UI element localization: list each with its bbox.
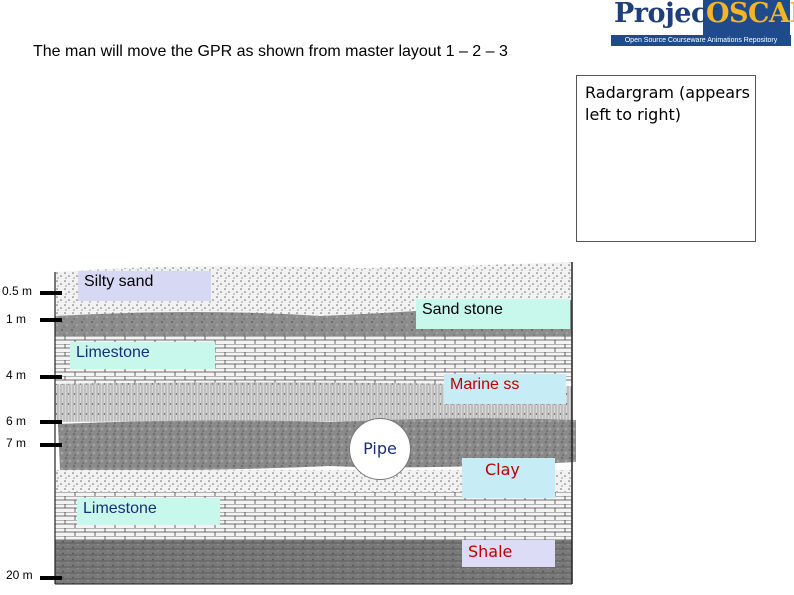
layer-label-limestone-lower: Limestone xyxy=(77,498,220,525)
logo-word-oscar: OSCAR xyxy=(706,0,794,29)
instruction-text: The man will move the GPR as shown from … xyxy=(33,43,508,60)
pipe-label: Pipe xyxy=(363,439,397,458)
depth-label-20m: 20 m xyxy=(6,568,33,582)
depth-label-4m: 4 m xyxy=(6,368,27,382)
buried-pipe: Pipe xyxy=(349,418,411,480)
radargram-panel: Radargram (appears left to right) xyxy=(576,75,756,242)
depth-label-6m: 6 m xyxy=(6,414,27,428)
depth-tick-0-5m xyxy=(40,291,62,295)
logo-tagline: Open Source Courseware Animations Reposi… xyxy=(611,35,791,46)
layer-label-marine-ss: Marine ss xyxy=(444,374,566,404)
depth-label-0-5m: 0.5 m xyxy=(2,284,33,298)
depth-tick-6m xyxy=(40,420,62,424)
layer-label-sand-stone: Sand stone xyxy=(416,299,570,329)
radargram-label: Radargram (appears left to right) xyxy=(585,83,750,124)
layer-label-silty-sand: Silty sand xyxy=(78,271,211,301)
depth-tick-7m xyxy=(40,443,62,447)
layer-label-clay: Clay xyxy=(462,458,555,498)
depth-tick-4m xyxy=(40,375,62,379)
logo-word-project: Project xyxy=(614,0,719,29)
depth-tick-20m xyxy=(40,576,62,580)
depth-label-7m: 7 m xyxy=(6,436,27,450)
depth-tick-1m xyxy=(40,318,62,322)
project-oscar-logo: Project OSCAR Open Source Courseware Ani… xyxy=(611,0,794,46)
depth-label-1m: 1 m xyxy=(6,312,27,326)
layer-label-limestone-upper: Limestone xyxy=(70,342,215,369)
layer-label-shale: Shale xyxy=(462,540,555,567)
